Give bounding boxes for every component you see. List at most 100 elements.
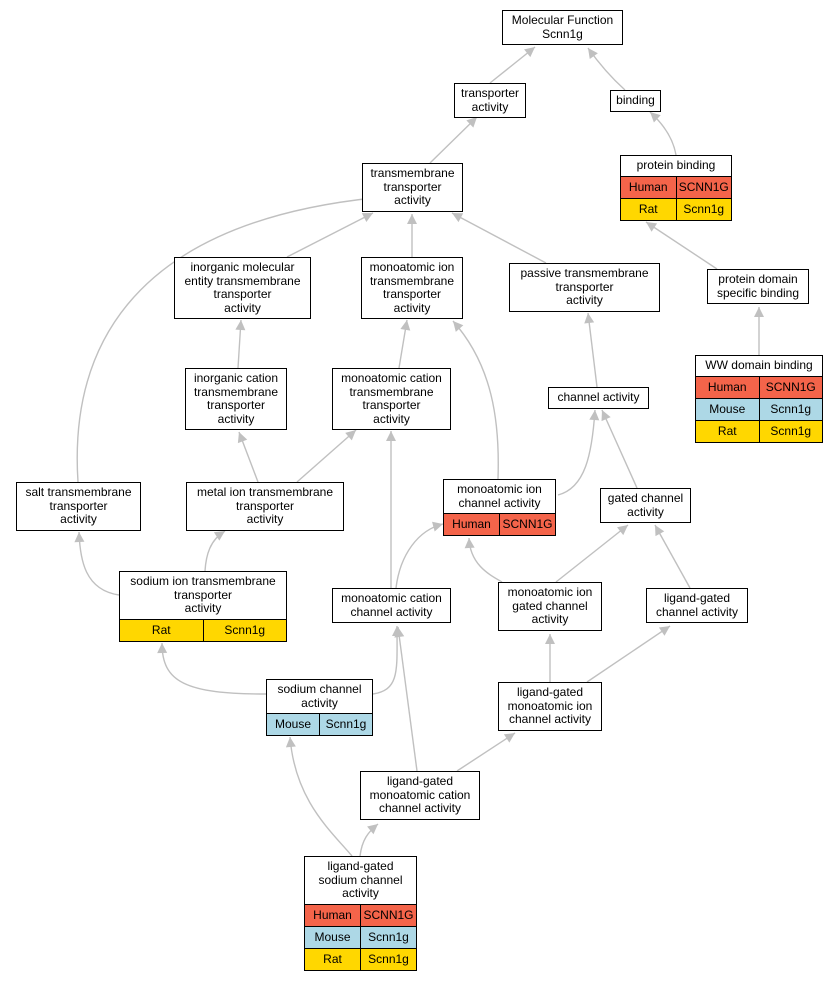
node-label-line: protein domain <box>718 272 798 286</box>
gene-symbol: SCNN1G <box>675 176 732 198</box>
edge-lg-cation-to-lg-ion <box>456 732 516 772</box>
species-name: Mouse <box>709 401 746 416</box>
edge-metal-ion-to-monoatomic-cation-tm <box>296 429 357 483</box>
node-label-line: monoatomic ion <box>507 585 593 599</box>
arrowhead-icon <box>213 531 225 541</box>
node-label-line: channel activity <box>378 801 462 815</box>
node-label-line: transporter <box>460 86 520 100</box>
gene-symbol: SCNN1G <box>758 376 823 398</box>
edge-sodium-ion-tm-to-salt <box>78 531 120 596</box>
node-label-line: salt transmembrane <box>25 485 132 499</box>
node-label-line: channel activity <box>350 604 433 619</box>
gene-symbol: Scnn1g <box>202 619 287 641</box>
edge-lg-sodium-to-sodium-channel <box>289 736 353 857</box>
arrowhead-icon <box>361 213 373 223</box>
species-name: Rat <box>638 201 658 216</box>
arrowhead-icon <box>658 626 670 636</box>
edge-monoatomic-ion-channel-to-channel <box>557 409 596 496</box>
node-label-line: transporter <box>382 287 442 301</box>
arrowhead-icon <box>601 410 611 422</box>
edge-salt-to-tm <box>76 197 374 483</box>
node-label-line: activity <box>342 886 379 900</box>
species-name: Mouse <box>314 929 351 944</box>
node-label-line: inorganic cation <box>193 371 279 385</box>
node-label-line: channel activity <box>557 390 640 404</box>
node-label-line: activity <box>224 300 261 315</box>
node-label-line: transmembrane <box>349 384 434 399</box>
edge-protein-domain-to-protein-binding <box>645 221 718 270</box>
node-label-line: monoatomic ion <box>507 698 593 713</box>
arrowhead-icon <box>524 47 535 58</box>
species-name: Human <box>452 517 491 531</box>
node-label-line: activity <box>373 411 410 426</box>
node-label-line: channel activity <box>458 495 541 510</box>
node-label-line: activity <box>394 193 431 207</box>
arrowhead-icon <box>503 733 515 743</box>
species-name: Human <box>628 179 668 194</box>
node-label-line: transporter <box>49 498 108 513</box>
arrowhead-icon <box>754 307 764 317</box>
node-label-line: ligand-gated <box>516 685 584 699</box>
arrowhead-icon <box>432 521 443 532</box>
node-channel-activity[interactable]: channel activity <box>548 387 649 409</box>
arrowhead-icon <box>235 320 246 331</box>
node-label-line: monoatomic cation <box>369 787 471 802</box>
node-label-line: passive transmembrane <box>520 266 649 280</box>
node-label: WW domain binding <box>696 356 822 376</box>
edge-passive-to-tm <box>451 212 547 264</box>
arrowhead-icon <box>452 213 464 223</box>
node-label-line: binding <box>616 93 655 107</box>
node-label: protein binding <box>621 156 731 176</box>
arrowhead-icon <box>655 525 665 537</box>
node-label-line: monoatomic ion <box>457 482 542 496</box>
node-label-line: protein binding <box>636 158 716 172</box>
arrowhead-icon <box>545 634 555 644</box>
edge-ligand-gated-channel-to-gated <box>654 524 691 589</box>
node-label-line: transporter <box>173 587 233 602</box>
edge-lg-ion-to-lg-channel <box>586 625 671 683</box>
node-label-line: transporter <box>206 398 266 412</box>
node-label-line: sodium channel <box>277 682 362 696</box>
node-binding[interactable]: binding <box>610 90 661 112</box>
